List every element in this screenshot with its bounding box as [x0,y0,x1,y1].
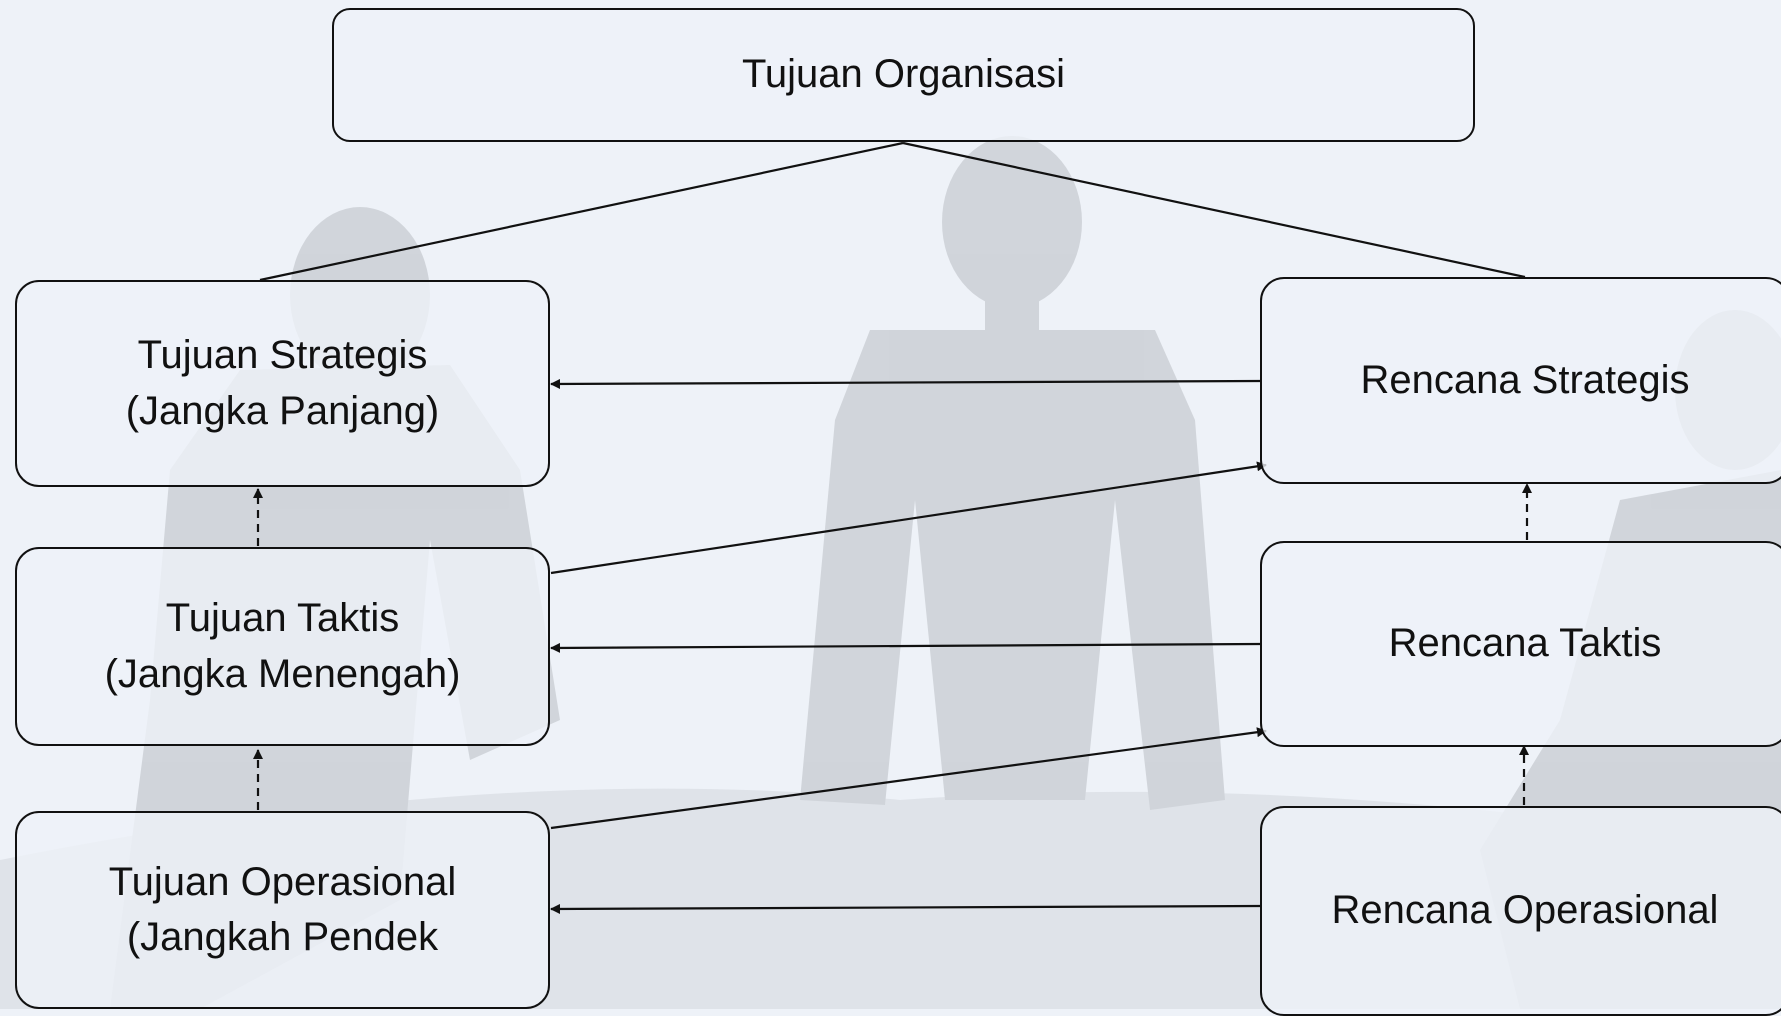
node-label: Rencana Strategis [1360,357,1690,402]
edge-tujuan-organisasi-to-tujuan-strategis [259,141,904,282]
node-label: Rencana Taktis [1388,621,1662,666]
node-rencana-strategis: Rencana Strategis [1260,277,1781,484]
edge-rencana-operasional-to-tujuan-operasional [550,903,1261,914]
node-rencana-taktis: Rencana Taktis [1260,541,1781,747]
edge-rencana-taktis-to-tujuan-taktis [550,642,1261,653]
node-tujuan-strategis: Tujuan Strategis (Jangka Panjang) [15,280,550,487]
node-tujuan-organisasi: Tujuan Organisasi [332,8,1475,142]
node-sublabel: (Jangka Menengah) [104,651,461,696]
node-label: Tujuan Organisasi [741,52,1066,97]
node-tujuan-operasional: Tujuan Operasional (Jangkah Pendek [15,811,550,1009]
node-sublabel: (Jangkah Pendek [126,915,439,959]
edge-tujuan-operasional-to-rencana-taktis [550,727,1267,830]
edge-tujuan-organisasi-to-rencana-strategis [902,141,1526,279]
node-tujuan-taktis: Tujuan Taktis (Jangka Menengah) [15,547,550,746]
node-sublabel: (Jangka Panjang) [125,388,440,433]
node-rencana-operasional: Rencana Operasional [1260,806,1781,1016]
node-label: Tujuan Strategis [137,333,428,378]
edge-rencana-strategis-to-tujuan-strategis [550,378,1261,389]
node-label: Tujuan Operasional [108,859,457,904]
node-label: Rencana Operasional [1331,888,1719,933]
edge-tujuan-taktis-to-rencana-strategis [550,461,1267,575]
node-label: Tujuan Taktis [165,596,400,641]
